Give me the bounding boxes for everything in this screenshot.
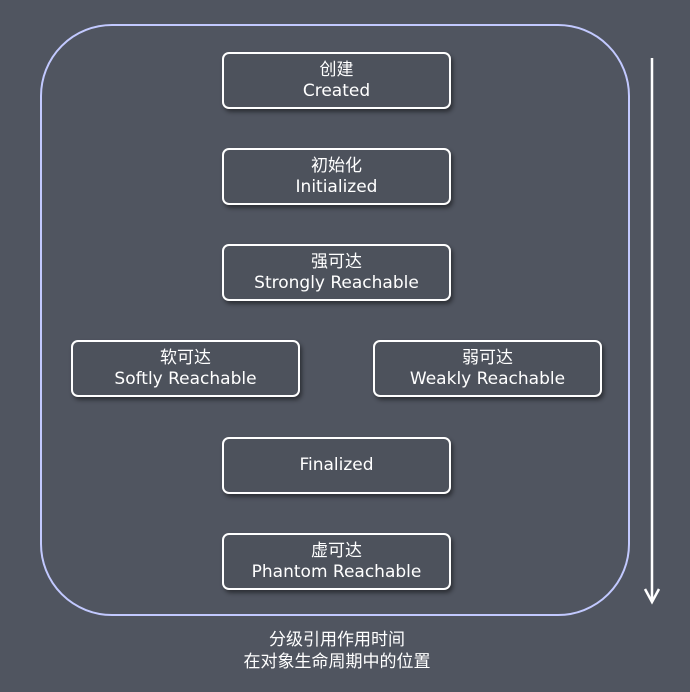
stage-initialized-box[interactable]: 初始化 Initialized bbox=[222, 148, 451, 205]
stage-softly-en-label: Softly Reachable bbox=[114, 368, 257, 389]
stage-created-box[interactable]: 创建 Created bbox=[222, 52, 451, 109]
stage-phantom-reachable-box[interactable]: 虚可达 Phantom Reachable bbox=[222, 533, 451, 590]
stage-strongly-en-label: Strongly Reachable bbox=[254, 272, 419, 293]
stage-created-zh-label: 创建 bbox=[319, 59, 354, 80]
stage-initialized-en-label: Initialized bbox=[295, 176, 378, 197]
stage-strongly-reachable-box[interactable]: 强可达 Strongly Reachable bbox=[222, 244, 451, 301]
caption-line-1: 分级引用作用时间 bbox=[269, 630, 405, 650]
diagram-caption: 分级引用作用时间 在对象生命周期中的位置 bbox=[0, 629, 674, 673]
caption-line-2: 在对象生命周期中的位置 bbox=[243, 652, 431, 672]
stage-phantom-zh-label: 虚可达 bbox=[311, 540, 362, 561]
lifecycle-frame bbox=[40, 24, 630, 616]
stage-finalized-box[interactable]: Finalized bbox=[222, 437, 451, 494]
stage-weakly-reachable-box[interactable]: 弱可达 Weakly Reachable bbox=[373, 340, 602, 397]
stage-phantom-en-label: Phantom Reachable bbox=[251, 561, 422, 582]
stage-created-en-label: Created bbox=[302, 80, 371, 101]
arrow-down-icon bbox=[643, 58, 661, 605]
stage-strongly-zh-label: 强可达 bbox=[311, 251, 362, 272]
stage-weakly-en-label: Weakly Reachable bbox=[409, 368, 566, 389]
stage-initialized-zh-label: 初始化 bbox=[311, 155, 362, 176]
stage-finalized-en-label: Finalized bbox=[299, 455, 374, 475]
stage-softly-reachable-box[interactable]: 软可达 Softly Reachable bbox=[71, 340, 300, 397]
stage-softly-zh-label: 软可达 bbox=[160, 347, 211, 368]
stage-weakly-zh-label: 弱可达 bbox=[462, 347, 513, 368]
